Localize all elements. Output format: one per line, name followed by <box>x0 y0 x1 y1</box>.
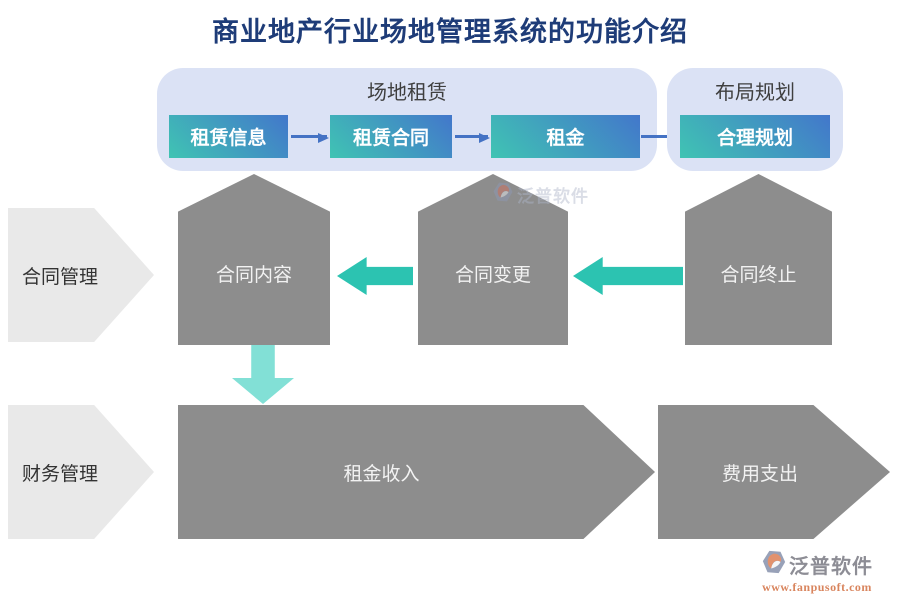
pentagon-label: 合同内容 <box>215 265 292 286</box>
pentagon-label: 合同变更 <box>454 265 531 286</box>
pentagon-label: 合同终止 <box>720 265 797 286</box>
row-label-contract-management: 合同管理 <box>8 208 154 342</box>
row-label-text: 合同管理 <box>22 266 99 288</box>
node-lease-contract: 租赁合同 <box>330 115 452 158</box>
flow-arrow-label: 租金收入 <box>343 463 420 485</box>
pentagon-contract-termination: 合同终止 <box>685 174 832 345</box>
fanpu-logo-icon <box>761 549 787 580</box>
right-arrow-icon <box>455 133 490 143</box>
pentagon-contract-change: 合同变更 <box>418 174 568 345</box>
watermark-url: www.fanpusoft.com <box>762 580 872 594</box>
down-block-arrow-icon <box>232 345 294 404</box>
left-block-arrow-icon <box>337 257 413 295</box>
bottom-right-watermark: 泛普软件 www.fanpusoft.com <box>761 549 873 595</box>
layout-planning-label: 布局规划 <box>715 82 795 104</box>
layout-planning-panel: 布局规划 合理规划 <box>667 68 843 171</box>
flow-arrow-expense: 费用支出 <box>658 405 890 539</box>
flow-arrow-label: 费用支出 <box>721 463 798 485</box>
venue-leasing-panel: 场地租赁 租赁信息 租赁合同 租金 <box>157 68 657 171</box>
row-label-text: 财务管理 <box>22 463 99 485</box>
row-label-finance-management: 财务管理 <box>8 405 154 539</box>
left-block-arrow-icon <box>573 257 683 295</box>
right-arrow-icon <box>291 133 329 143</box>
watermark-brand: 泛普软件 <box>789 556 873 578</box>
venue-leasing-label: 场地租赁 <box>367 82 447 104</box>
pentagon-contract-content: 合同内容 <box>178 174 330 345</box>
node-lease-info: 租赁信息 <box>169 115 288 158</box>
flow-arrow-rent-income: 租金收入 <box>178 405 655 539</box>
node-reasonable-planning: 合理规划 <box>680 115 830 158</box>
page-title: 商业地产行业场地管理系统的功能介绍 <box>212 17 688 47</box>
node-rent: 租金 <box>491 115 640 158</box>
